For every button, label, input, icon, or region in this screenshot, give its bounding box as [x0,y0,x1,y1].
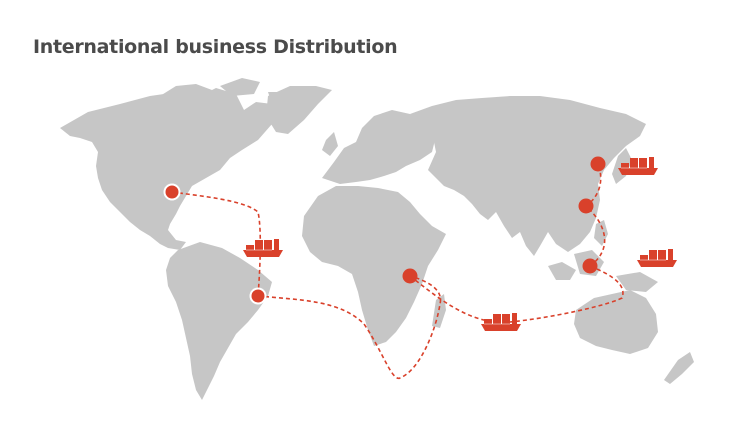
madagascar-landmass [432,294,446,328]
land-masses [60,78,694,400]
asia-landmass [410,96,646,256]
port-marker-north-america[interactable] [163,183,181,201]
port-marker-southeast-asia[interactable] [582,258,598,274]
greenland-landmass [266,86,332,134]
page-title: International business Distribution [33,36,398,58]
cargo-ship-icon-indian-ocean [480,312,522,332]
africa-landmass [302,186,446,346]
europe-landmass [322,110,436,184]
route-east-africa-to-southeast-asia [409,265,624,324]
route-brazil-to-east-africa [257,275,442,379]
north-america-landmass [60,88,296,250]
australia-landmass [574,290,658,354]
port-marker-brazil[interactable] [249,287,267,305]
port-markers [163,156,606,305]
port-marker-south-china[interactable] [578,198,594,214]
south-america-landmass [166,242,272,400]
cargo-ship-icon-philippine-sea [636,248,678,268]
philippines-landmass [594,220,608,246]
arctic-islands-landmass-2 [220,78,260,96]
port-marker-east-china[interactable] [590,156,606,172]
new-guinea-landmass [616,272,658,292]
uk-landmass [322,132,338,156]
port-marker-east-africa[interactable] [402,268,418,284]
new-zealand-landmass [664,352,694,384]
arctic-islands-landmass [160,84,212,102]
cargo-ship-icon-atlantic [242,238,284,258]
route-north-america-to-brazil [171,191,262,297]
indonesia-landmass [548,262,576,280]
